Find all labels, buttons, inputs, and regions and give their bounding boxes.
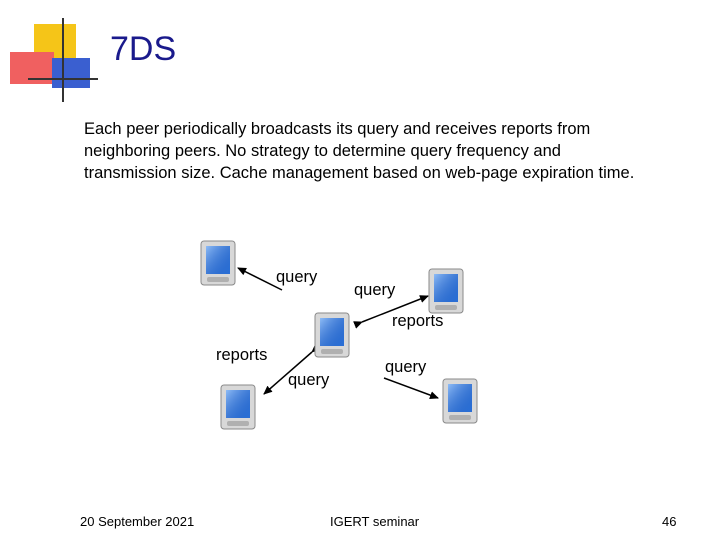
deco-vertical-line — [62, 18, 64, 102]
label-query-top-right: query — [354, 281, 396, 299]
label-query-bottom-right: query — [385, 358, 427, 376]
deco-horizontal-line — [28, 78, 98, 80]
pda-icon — [314, 312, 350, 358]
footer-page-number: 46 — [662, 514, 677, 529]
arrow-top-right — [353, 295, 429, 329]
label-query-top-left: query — [276, 268, 318, 286]
arrow-bottom-right — [383, 377, 439, 399]
pda-icon — [428, 268, 464, 314]
pda-icon — [200, 240, 236, 286]
footer-center: IGERT seminar — [330, 514, 420, 529]
slide-title: 7DS — [110, 30, 177, 68]
label-query-bottom-left: query — [288, 371, 330, 389]
slide-body-text: Each peer periodically broadcasts its qu… — [84, 120, 635, 182]
label-reports-right: reports — [392, 312, 444, 330]
pda-icon — [442, 378, 478, 424]
footer-date: 20 September 2021 — [80, 514, 195, 529]
arrow-top-left — [237, 267, 283, 291]
pda-icon — [220, 384, 256, 430]
deco-blue-square — [52, 58, 90, 88]
arrow-bottom-left — [263, 343, 321, 395]
label-reports-left: reports — [216, 346, 268, 364]
